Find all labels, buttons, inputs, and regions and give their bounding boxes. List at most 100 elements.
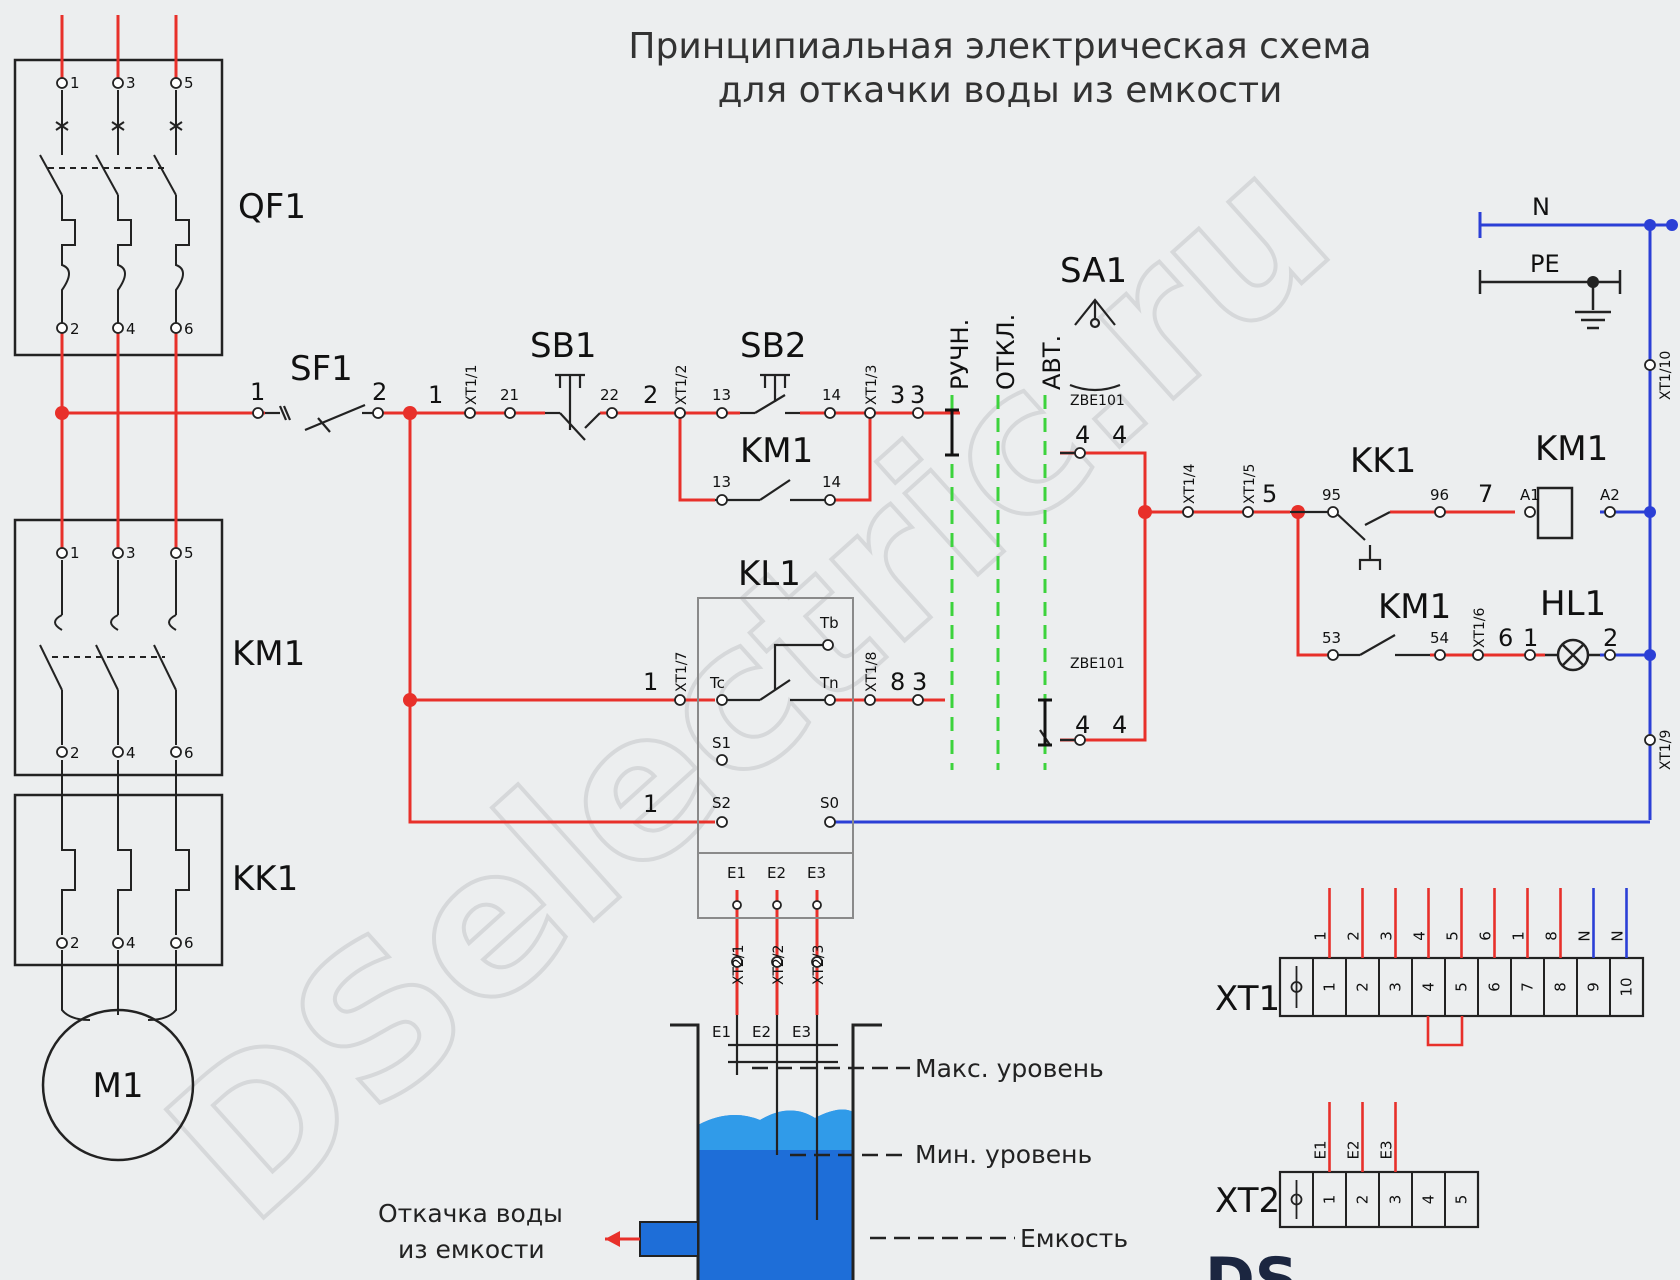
diagram-title-line2: для откачки воды из емкости: [718, 70, 1283, 111]
control-terminal-markers: [252, 359, 1656, 968]
xt1-wire-10: N: [1609, 930, 1627, 941]
svg-text:4: 4: [1112, 711, 1127, 739]
sf1-label: SF1: [290, 349, 353, 389]
svg-text:4: 4: [126, 934, 136, 952]
pe-dot: [1587, 276, 1599, 288]
svg-text:1: 1: [70, 544, 80, 562]
xt1-number-7: 7: [1519, 982, 1537, 992]
svg-text:A2: A2: [1600, 486, 1620, 504]
svg-text:3: 3: [912, 668, 927, 696]
kk1-contact-label: KK1: [1350, 441, 1416, 481]
junction-dots: [55, 406, 1305, 707]
xt1-block-label: XT1: [1215, 979, 1280, 1019]
kl1-pin-e2: E2: [767, 864, 786, 882]
svg-text:54: 54: [1430, 629, 1449, 647]
svg-text:XT1/5: XT1/5: [1242, 464, 1258, 504]
xt1-number-5: 5: [1453, 982, 1471, 992]
svg-text:3: 3: [126, 74, 136, 92]
xt2-number-3: 3: [1387, 1195, 1405, 1205]
kl1-pin-e1: E1: [727, 864, 746, 882]
xt1-wire-3: 3: [1378, 931, 1396, 941]
qf1-label: QF1: [238, 187, 306, 227]
kk1-overload-contact: [1290, 510, 1391, 570]
svg-text:4: 4: [1112, 421, 1127, 449]
xt1-wire-1: 1: [1312, 931, 1330, 941]
km1-power-label: KM1: [232, 634, 305, 674]
wire-numbers: 1 2 1 2 3 3 1 1 8 3 4 4 4 4 5 7 6 1 2: [250, 378, 1618, 818]
svg-text:XT1/2: XT1/2: [674, 365, 690, 405]
svg-text:21: 21: [500, 386, 519, 404]
xt2-wire-2: E2: [1345, 1140, 1363, 1159]
svg-text:1: 1: [428, 381, 443, 409]
svg-text:96: 96: [1430, 486, 1449, 504]
svg-text:2: 2: [70, 934, 80, 952]
terminal-designations: XT1/1 XT1/2 XT1/3 XT1/7 XT1/8 XT1/4 XT1/…: [464, 351, 1674, 985]
svg-text:2: 2: [70, 320, 80, 338]
xt1-wire-6: 6: [1477, 931, 1495, 941]
km1-coil: [1536, 486, 1574, 540]
kl1-pin-tn: Tn: [819, 674, 839, 692]
sb2-label: SB2: [740, 326, 807, 366]
km1-signal-contact: [1330, 634, 1430, 657]
xt1-number-8: 8: [1552, 982, 1570, 992]
sa1-selector: [1039, 298, 1121, 746]
neutral-dots: [1644, 219, 1678, 661]
svg-text:6: 6: [184, 744, 194, 762]
svg-text:3: 3: [910, 381, 925, 409]
kl1-pin-tb: Tb: [819, 614, 839, 632]
sb1-stop-button: [545, 373, 601, 441]
pump-out-label-2: из емкости: [398, 1235, 545, 1264]
xt1-wire-9: N: [1576, 930, 1594, 941]
max-level-label: Макс. уровень: [915, 1054, 1104, 1083]
xt1-number-1: 1: [1321, 982, 1339, 992]
svg-text:3: 3: [126, 544, 136, 562]
svg-text:XT1/9: XT1/9: [1658, 730, 1674, 770]
xt1-number-10: 10: [1618, 977, 1636, 996]
sa1-label: SA1: [1060, 251, 1127, 291]
svg-text:1: 1: [1523, 624, 1538, 652]
diagram-title-line1: Принципиальная электрическая схема: [628, 26, 1371, 67]
kl1-label: KL1: [738, 554, 801, 594]
svg-text:7: 7: [1478, 480, 1493, 508]
xt1-number-3: 3: [1387, 982, 1405, 992]
svg-text:1: 1: [70, 74, 80, 92]
sa1-contact-code-1: ZBE101: [1070, 393, 1125, 409]
contact-numbers: 21 22 13 14 13 14 95 96 A1 A2 53 54: [500, 386, 1620, 647]
kl1-pin-s0: S0: [820, 794, 839, 812]
xt2-wire-1: E1: [1312, 1140, 1330, 1159]
tank-probe-e2: E2: [752, 1023, 771, 1041]
svg-text:2: 2: [372, 378, 387, 406]
svg-text:95: 95: [1322, 486, 1341, 504]
xt2-number-2: 2: [1354, 1195, 1372, 1205]
svg-text:4: 4: [1075, 711, 1090, 739]
xt1-wire-8: 8: [1543, 931, 1561, 941]
power-terminal-labels: 1 3 5 2 4 6 1 3 5 2 4 6 2 4 6: [70, 74, 194, 952]
svg-text:4: 4: [126, 320, 136, 338]
hl1-label: HL1: [1540, 584, 1606, 624]
xt1-wire-4: 4: [1411, 931, 1429, 941]
kl1-relay: [697, 597, 854, 919]
svg-text:XT1/6: XT1/6: [1472, 607, 1488, 648]
svg-text:6: 6: [184, 934, 194, 952]
pe-bus: [1478, 270, 1622, 330]
svg-text:2: 2: [1603, 624, 1618, 652]
svg-text:XT2/1: XT2/1: [731, 945, 747, 985]
km1-coil-label: KM1: [1535, 429, 1608, 469]
min-level-label: Мин. уровень: [915, 1140, 1092, 1169]
svg-text:XT1/8: XT1/8: [864, 652, 880, 692]
mode-position-marks: [945, 408, 1052, 747]
level-leaders: [752, 1066, 1015, 1240]
svg-text:5: 5: [184, 74, 194, 92]
svg-text:5: 5: [184, 544, 194, 562]
brand-logo: DS: [1205, 1245, 1298, 1280]
km1-hold-label: KM1: [740, 431, 813, 471]
svg-text:XT1/4: XT1/4: [1182, 463, 1198, 504]
svg-text:XT1/7: XT1/7: [674, 652, 690, 692]
svg-text:1: 1: [250, 378, 265, 406]
km1-signal-label: KM1: [1378, 587, 1451, 627]
xt2-wire-3: E3: [1378, 1140, 1396, 1159]
kl1-contact: [725, 643, 830, 702]
